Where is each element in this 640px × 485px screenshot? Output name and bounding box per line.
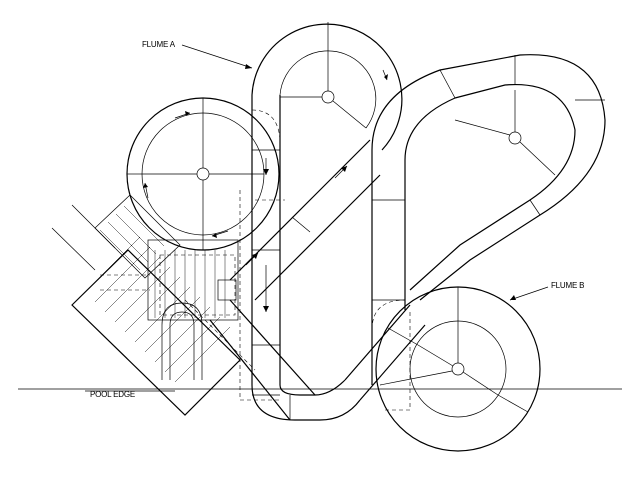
hidden-lines — [100, 109, 411, 411]
descending-diagonal-flume — [209, 299, 426, 421]
flume-a-label: FLUME A — [142, 40, 175, 49]
flume-b-bottom-circle — [375, 286, 541, 452]
tower-stairs — [51, 194, 241, 416]
flume-a-vertical-run — [251, 95, 281, 385]
flume-b-leader — [509, 286, 549, 301]
diagonal-flume — [229, 139, 381, 301]
left-top-circle — [126, 97, 280, 251]
flume-b-hairpin — [371, 54, 606, 301]
flume-a-bottom-bend — [251, 379, 361, 421]
flume-a-leader — [181, 44, 253, 69]
pool-edge-label: POOL EDGE — [90, 390, 136, 399]
flume-a-top-circle — [251, 22, 403, 151]
tower-platform — [147, 239, 239, 380]
flume-b-label: FLUME B — [551, 281, 585, 290]
